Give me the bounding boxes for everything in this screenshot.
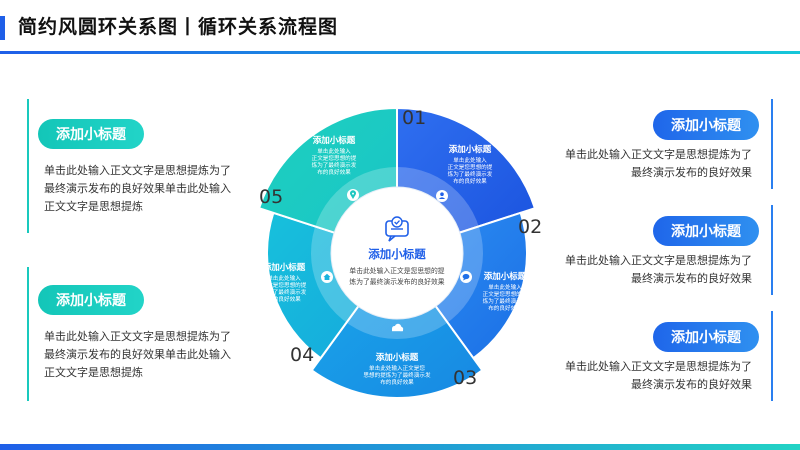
center-text-line: 单击此处输入正文是您思想的提 bbox=[349, 266, 444, 275]
left-subtitle-2: 添加小标题 bbox=[38, 285, 144, 315]
segment-02-text: 炼为了最终演示发 bbox=[483, 297, 528, 305]
segment-03-text: 思想的提炼为了最终演示发 bbox=[363, 371, 431, 379]
title-underline bbox=[0, 51, 800, 54]
segment-number-01: 01 bbox=[402, 107, 426, 129]
text-line: 单击此处输入正文文字是思想提炼为了 bbox=[565, 148, 752, 161]
right-text-3: 单击此处输入正文文字是思想提炼为了 最终演示发布的良好效果 bbox=[552, 358, 752, 394]
center-text-line: 炼为了最终演示发布的良好效果 bbox=[349, 277, 444, 286]
segment-05-text: 炼为了最终演示发 bbox=[312, 161, 357, 169]
segment-01-text: 炼为了最终演示发 bbox=[448, 170, 493, 178]
segment-04-title: 添加小标题 bbox=[263, 262, 306, 273]
cloud-icon bbox=[392, 323, 404, 332]
right-divider-1 bbox=[771, 99, 773, 189]
right-subtitle-3: 添加小标题 bbox=[653, 322, 759, 352]
text-line: 最终演示发布的良好效果 bbox=[631, 166, 752, 179]
segment-02-text: 正文是您思想的提 bbox=[483, 290, 528, 298]
segment-03-title: 添加小标题 bbox=[376, 352, 419, 363]
segment-01-text: 单击此处输入 bbox=[453, 156, 487, 164]
left-divider-2 bbox=[27, 267, 29, 401]
text-line: 单击此处输入正文文字是思想提炼为了 bbox=[44, 164, 231, 177]
chat-check-icon bbox=[385, 216, 409, 242]
text-line: 正文文字是思想提炼 bbox=[44, 366, 143, 379]
segment-04-text: 正文是您思想的提 bbox=[262, 281, 307, 289]
right-divider-2 bbox=[771, 205, 773, 295]
segment-05-title: 添加小标题 bbox=[313, 135, 356, 146]
text-line: 最终演示发布的良好效果 bbox=[631, 272, 752, 285]
segment-04-text: 布的良好效果 bbox=[267, 295, 301, 303]
segment-01-text: 正文是您思想的提 bbox=[448, 163, 493, 171]
segment-04-text: 单击此处输入 bbox=[267, 274, 301, 282]
user-icon bbox=[436, 190, 448, 202]
title-bar: 简约风圆环关系图丨循环关系流程图 bbox=[0, 0, 800, 54]
chat-bubble-icon bbox=[460, 271, 472, 283]
text-line: 单击此处输入正文文字是思想提炼为了 bbox=[565, 254, 752, 267]
right-subtitle-1: 添加小标题 bbox=[653, 110, 759, 140]
center-circle bbox=[330, 186, 464, 320]
segment-02-text: 单击此处输入 bbox=[488, 283, 522, 291]
right-text-2: 单击此处输入正文文字是思想提炼为了 最终演示发布的良好效果 bbox=[552, 252, 752, 288]
segment-number-02: 02 bbox=[518, 216, 542, 238]
segment-05-text: 布的良好效果 bbox=[317, 168, 351, 176]
left-text-1: 单击此处输入正文文字是思想提炼为了 最终演示发布的良好效果单击此处输入 正文文字… bbox=[44, 162, 244, 216]
text-line: 最终演示发布的良好效果单击此处输入 bbox=[44, 182, 231, 195]
text-line: 最终演示发布的良好效果 bbox=[631, 378, 752, 391]
text-line: 单击此处输入正文文字是思想提炼为了 bbox=[44, 330, 231, 343]
location-pin-icon bbox=[347, 189, 359, 201]
bottom-accent-bar bbox=[0, 444, 800, 450]
segment-03-text: 布的良好效果 bbox=[380, 378, 414, 386]
right-divider-3 bbox=[771, 311, 773, 401]
cycle-ring-diagram: 添加小标题 单击此处输入正文是您思想的提 炼为了最终演示发布的良好效果 01 添… bbox=[257, 106, 542, 399]
segment-number-04: 04 bbox=[290, 344, 314, 366]
text-line: 正文文字是思想提炼 bbox=[44, 200, 143, 213]
text-line: 单击此处输入正文文字是思想提炼为了 bbox=[565, 360, 752, 373]
segment-02-text: 布的良好效果 bbox=[488, 304, 522, 312]
title-accent-bar bbox=[0, 16, 5, 40]
left-subtitle-1: 添加小标题 bbox=[38, 119, 144, 149]
text-line: 最终演示发布的良好效果单击此处输入 bbox=[44, 348, 231, 361]
segment-03-text: 单击此处输入正文是您 bbox=[369, 364, 425, 372]
segment-02-title: 添加小标题 bbox=[484, 271, 527, 282]
home-icon bbox=[321, 271, 333, 283]
segment-05-text: 单击此处输入 bbox=[317, 147, 351, 155]
right-subtitle-2: 添加小标题 bbox=[653, 216, 759, 246]
left-text-2: 单击此处输入正文文字是思想提炼为了 最终演示发布的良好效果单击此处输入 正文文字… bbox=[44, 328, 244, 382]
center-title: 添加小标题 bbox=[368, 247, 426, 261]
segment-number-05: 05 bbox=[259, 186, 283, 208]
page-title: 简约风圆环关系图丨循环关系流程图 bbox=[18, 16, 339, 38]
segment-04-text: 炼为了最终演示发 bbox=[262, 288, 307, 296]
right-text-1: 单击此处输入正文文字是思想提炼为了 最终演示发布的良好效果 bbox=[552, 146, 752, 182]
left-divider-1 bbox=[27, 99, 29, 233]
segment-01-title: 添加小标题 bbox=[449, 144, 492, 155]
segment-01-text: 布的良好效果 bbox=[453, 177, 487, 185]
segment-05-text: 正文是您思想的提 bbox=[312, 154, 357, 162]
segment-number-03: 03 bbox=[453, 367, 477, 389]
